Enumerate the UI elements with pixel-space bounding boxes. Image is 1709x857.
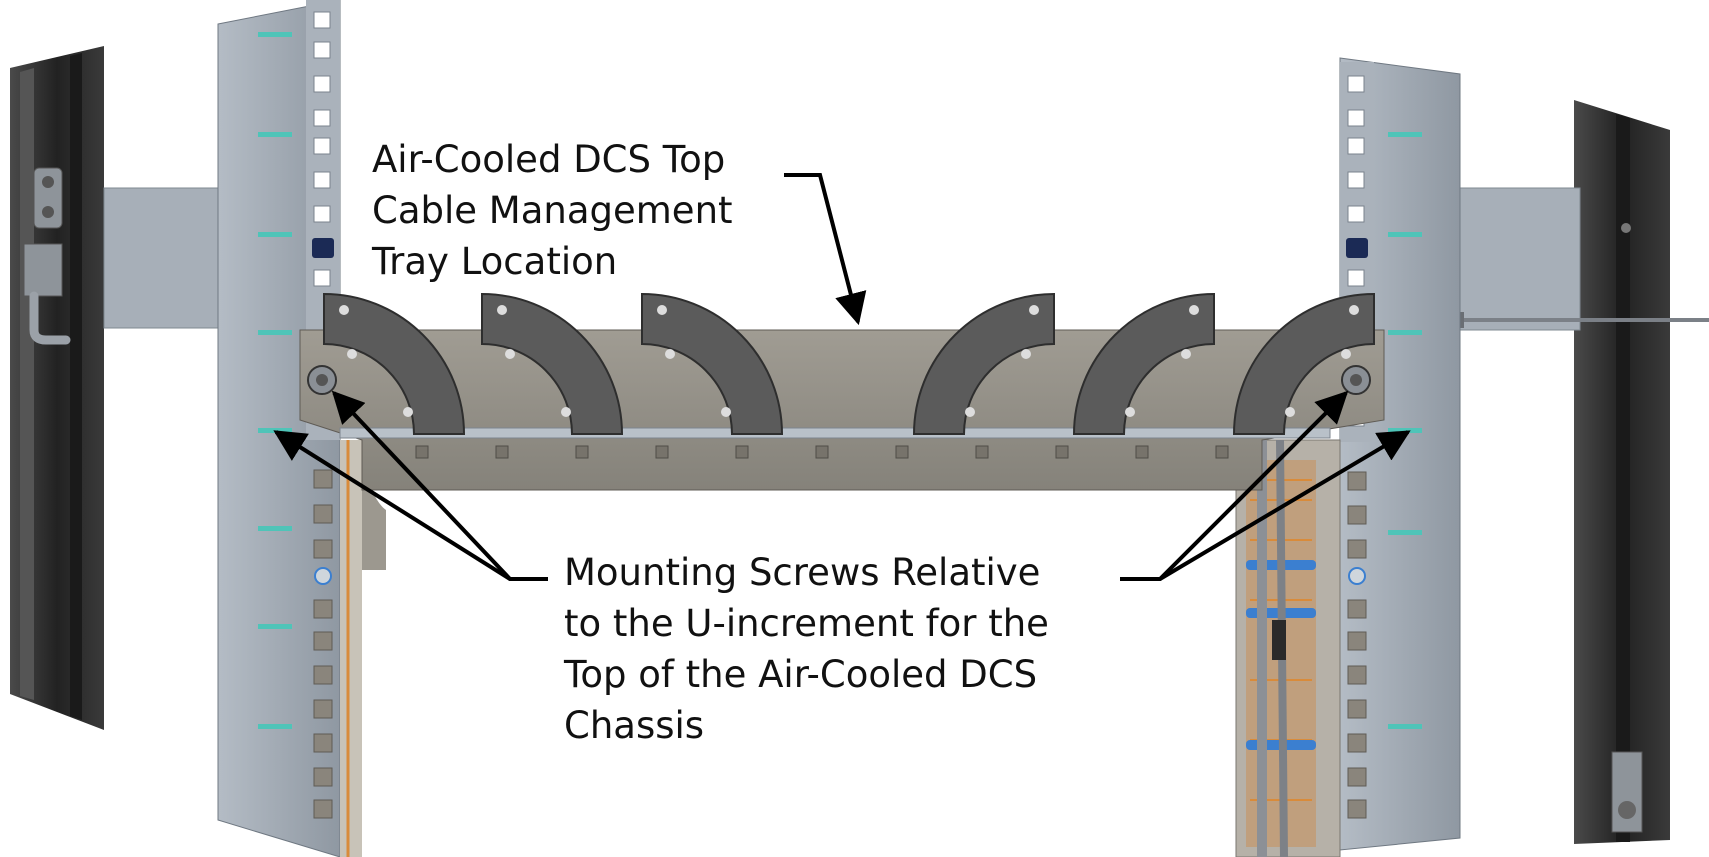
tray-location-label: Air-Cooled DCS Top Cable Management Tray…	[372, 134, 733, 287]
mounting-screws-label: Mounting Screws Relative to the U-increm…	[564, 547, 1049, 751]
right-screw-leaders	[1120, 390, 1411, 581]
tray-location-line-2: Cable Management	[372, 189, 733, 232]
mounting-screws-line-1: Mounting Screws Relative	[564, 551, 1041, 594]
right-rail-round-hole	[1348, 567, 1366, 585]
tray-location-line-3: Tray Location	[372, 240, 618, 283]
mounting-screws-line-4: Chassis	[564, 704, 705, 747]
right-door-latch	[1611, 751, 1643, 833]
right-frame-beam	[1457, 187, 1581, 331]
cable-bracket-4	[912, 292, 1055, 435]
chassis-left-side	[340, 440, 386, 857]
cable-bracket-2	[481, 292, 624, 435]
left-screw-leaders	[273, 390, 548, 581]
right-rail-cage-nut	[1346, 238, 1368, 258]
left-rail-round-hole	[314, 567, 332, 585]
left-rack-door	[10, 46, 104, 730]
tray-location-leader	[784, 173, 867, 326]
tray-location-line-1: Air-Cooled DCS Top	[372, 138, 726, 181]
right-rack-door	[1574, 100, 1670, 844]
left-rail-cage-nut	[312, 238, 334, 258]
chassis-right-side	[1235, 439, 1341, 857]
cable-bracket-6	[1232, 292, 1375, 435]
mounting-screws-line-3: Top of the Air-Cooled DCS	[564, 653, 1038, 696]
right-mounting-screw	[1341, 365, 1371, 395]
door-latch-handle	[23, 167, 71, 345]
mounting-screws-line-2: to the U-increment for the	[564, 602, 1049, 645]
left-mounting-screw	[307, 365, 337, 395]
left-frame-beam	[103, 187, 225, 329]
left-rail-lower-holes	[313, 469, 333, 819]
cable-bracket-1	[323, 292, 466, 435]
right-rail-lower-holes	[1347, 471, 1367, 819]
cable-bracket-3	[641, 292, 784, 435]
cable-bracket-5	[1072, 292, 1215, 435]
